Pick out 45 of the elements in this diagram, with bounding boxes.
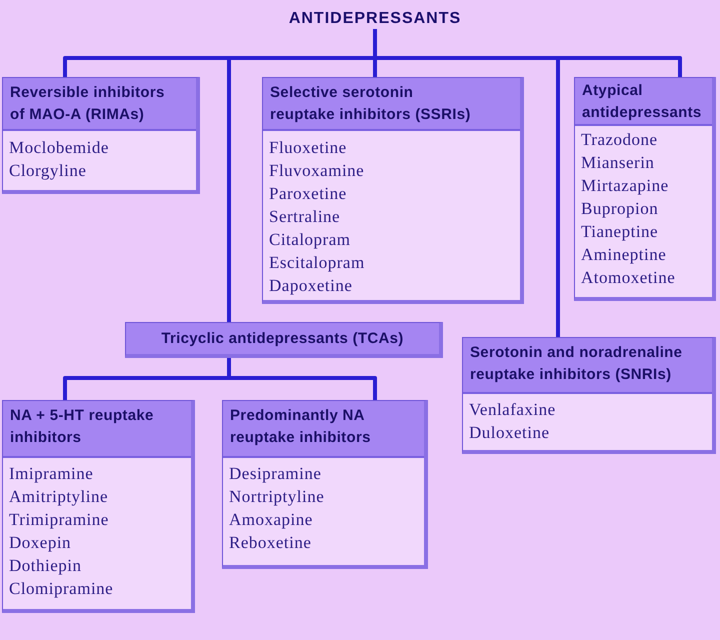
drug-name: Clorgyline bbox=[9, 160, 86, 182]
drug-name: Duloxetine bbox=[469, 422, 550, 444]
drug-name: Trazodone bbox=[581, 129, 658, 151]
drug-name: Amitriptyline bbox=[9, 486, 108, 508]
class-heading: Selective serotonin reuptake inhibitors (SSRIs) bbox=[270, 83, 472, 125]
drug-name: Paroxetine bbox=[269, 183, 347, 205]
class-box bbox=[262, 77, 524, 304]
class-heading: Atypical antidepressants bbox=[582, 81, 703, 123]
class-box bbox=[222, 400, 428, 569]
class-box bbox=[574, 77, 716, 301]
drug-name: Clomipramine bbox=[9, 578, 114, 600]
drug-name: Sertraline bbox=[269, 206, 340, 228]
class-heading: Predominantly NA reuptake inhibitors bbox=[230, 406, 372, 448]
drug-name: Amineptine bbox=[581, 244, 666, 266]
drug-name: Amoxapine bbox=[229, 509, 313, 531]
class-box bbox=[2, 77, 200, 194]
drug-name: Citalopram bbox=[269, 229, 350, 251]
drug-name: Dapoxetine bbox=[269, 275, 352, 297]
class-heading: Reversible inhibitors of MAO-A (RIMAs) bbox=[10, 83, 166, 125]
title-heading: ANTIDEPRESSANTS bbox=[288, 9, 462, 29]
drug-name: Dothiepin bbox=[9, 555, 82, 577]
class-box bbox=[2, 400, 195, 613]
drug-name: Moclobemide bbox=[9, 137, 109, 159]
drug-name: Doxepin bbox=[9, 532, 72, 554]
drug-name: Imipramine bbox=[9, 463, 94, 485]
drug-name: Atomoxetine bbox=[581, 267, 676, 289]
connector-line bbox=[63, 27, 682, 339]
drug-name: Bupropion bbox=[581, 198, 658, 220]
drug-name: Mirtazapine bbox=[581, 175, 669, 197]
drug-name: Escitalopram bbox=[269, 252, 365, 274]
class-heading: Serotonin and noradrenaline reuptake inhibitors (SNRIs) bbox=[470, 343, 684, 385]
drug-name: Fluvoxamine bbox=[269, 160, 364, 182]
class-box bbox=[125, 322, 443, 358]
drug-name: Venlafaxine bbox=[469, 399, 556, 421]
connector-line bbox=[63, 356, 377, 402]
drug-name: Tianeptine bbox=[581, 221, 658, 243]
drug-name: Fluoxetine bbox=[269, 137, 347, 159]
class-heading: Tricyclic antidepressants (TCAs) bbox=[161, 328, 404, 348]
class-heading: NA + 5-HT reuptake inhibitors bbox=[10, 406, 155, 448]
class-box bbox=[462, 337, 716, 454]
drug-name: Desipramine bbox=[229, 463, 322, 485]
drug-name: Nortriptyline bbox=[229, 486, 324, 508]
drug-name: Reboxetine bbox=[229, 532, 312, 554]
drug-name: Mianserin bbox=[581, 152, 654, 174]
drug-name: Trimipramine bbox=[9, 509, 109, 531]
